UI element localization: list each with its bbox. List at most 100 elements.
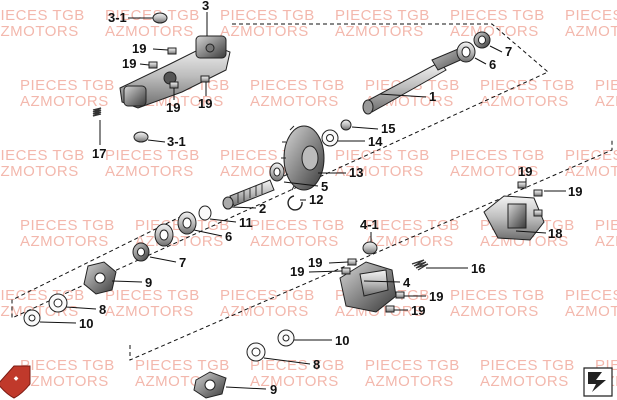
- callout-10: 10: [335, 333, 349, 348]
- callout-19: 19: [166, 100, 180, 115]
- watermark-text: PIECES TGB: [135, 357, 230, 374]
- watermark-text: AZMOTORS: [105, 23, 194, 40]
- watermark-text: AZMOTORS: [365, 233, 454, 250]
- universal-joint-assembly: [119, 35, 231, 109]
- callout-19: 19: [429, 289, 443, 304]
- bearing-6-top: [456, 41, 476, 63]
- watermark-text: AZMOTORS: [250, 373, 339, 390]
- housing-4: [339, 261, 397, 313]
- watermark-text: PIECES TGB: [365, 217, 460, 234]
- brand-shield-logo: ◆: [0, 365, 31, 399]
- flange-9-upper: [83, 261, 117, 295]
- oil-seal-7-top: [473, 31, 491, 49]
- watermark-text: PIECES TGB: [0, 287, 85, 304]
- watermark-text: PIECES TGB: [220, 287, 315, 304]
- watermark-text: PIECES TGB: [105, 287, 200, 304]
- callout-3-1-bottom: 3-1: [167, 134, 186, 149]
- output-shaft-2: [222, 179, 275, 210]
- watermark-text: PIECES TGB: [565, 287, 617, 304]
- assembly-outline: [11, 23, 613, 361]
- cap-nut-3-1-bottom: [133, 131, 149, 143]
- callout-9: 9: [270, 382, 277, 397]
- callout-19: 19: [518, 164, 532, 179]
- callout-13: 13: [349, 165, 363, 180]
- watermark-text: PIECES TGB: [0, 7, 85, 24]
- gear-13: [281, 125, 325, 191]
- watermark-text: PIECES TGB: [335, 7, 430, 24]
- cap-nut-4-1: [362, 241, 378, 255]
- callout-6: 6: [225, 229, 232, 244]
- callout-19: 19: [290, 264, 304, 279]
- watermark-text: PIECES TGB: [565, 7, 617, 24]
- watermark-text: PIECES TGB: [20, 217, 115, 234]
- callout-10: 10: [79, 316, 93, 331]
- cap-nut-3-1-top: [152, 12, 168, 24]
- callout-7: 7: [179, 255, 186, 270]
- callout-8: 8: [313, 357, 320, 372]
- callout-4-1: 4-1: [360, 217, 379, 232]
- callout-11: 11: [239, 215, 253, 230]
- watermark-text: AZMOTORS: [20, 93, 109, 110]
- watermark-text: PIECES TGB: [480, 77, 575, 94]
- page-corner-logo: [583, 367, 613, 397]
- watermark-text: AZMOTORS: [480, 93, 569, 110]
- callout-19: 19: [308, 255, 322, 270]
- bolt-19-group: [148, 47, 210, 89]
- watermark-text: AZMOTORS: [595, 233, 617, 250]
- watermark-text: AZMOTORS: [250, 233, 339, 250]
- watermark-text: AZMOTORS: [335, 163, 424, 180]
- watermark-text: PIECES TGB: [105, 7, 200, 24]
- watermark-text: PIECES TGB: [565, 147, 617, 164]
- bearing-6-low: [154, 223, 174, 247]
- callout-17: 17: [92, 146, 106, 161]
- bearing-6-mid: [177, 211, 197, 235]
- washer-8-lower: [246, 342, 266, 362]
- watermark-text: AZMOTORS: [365, 373, 454, 390]
- watermark-text: PIECES TGB: [595, 77, 617, 94]
- bolt-19-cover: [517, 181, 543, 217]
- leader-lines: [39, 12, 566, 390]
- cover-18: [483, 195, 545, 241]
- washer-14: [321, 129, 339, 147]
- watermark-text: AZMOTORS: [220, 303, 309, 320]
- watermark-text: AZMOTORS: [565, 163, 617, 180]
- watermark-text: AZMOTORS: [20, 373, 109, 390]
- watermark-text: PIECES TGB: [450, 147, 545, 164]
- oil-seal-7-low: [132, 242, 150, 262]
- watermark-text: PIECES TGB: [335, 147, 430, 164]
- watermark-text: PIECES TGB: [250, 357, 345, 374]
- callout-2: 2: [259, 201, 266, 216]
- callout-7: 7: [505, 44, 512, 59]
- washer-10-lower: [277, 329, 295, 347]
- watermark-text: AZMOTORS: [20, 233, 109, 250]
- watermark-text: PIECES TGB: [480, 357, 575, 374]
- watermark-text: PIECES TGB: [450, 287, 545, 304]
- washer-11: [198, 205, 212, 221]
- watermark-text: AZMOTORS: [595, 93, 617, 110]
- watermark-text: AZMOTORS: [0, 163, 79, 180]
- callout-16: 16: [471, 261, 485, 276]
- watermark-text: PIECES TGB: [105, 147, 200, 164]
- flange-9-lower: [193, 371, 227, 399]
- callout-9: 9: [145, 275, 152, 290]
- watermark-text: AZMOTORS: [105, 163, 194, 180]
- callout-6: 6: [489, 57, 496, 72]
- watermark-text: AZMOTORS: [480, 373, 569, 390]
- callout-5: 5: [321, 179, 328, 194]
- watermark-text: PIECES TGB: [20, 77, 115, 94]
- callout-19: 19: [122, 56, 136, 71]
- watermark-text: PIECES TGB: [450, 7, 545, 24]
- watermark-text: AZMOTORS: [450, 163, 539, 180]
- spring-17: [92, 107, 102, 117]
- watermark-text: PIECES TGB: [220, 7, 315, 24]
- callout-3: 3: [202, 0, 209, 13]
- callout-19: 19: [132, 41, 146, 56]
- watermark-text: AZMOTORS: [450, 23, 539, 40]
- callout-18: 18: [548, 226, 562, 241]
- watermark-text: PIECES TGB: [0, 147, 85, 164]
- callout-3-1-top: 3-1: [108, 10, 127, 25]
- callout-8: 8: [99, 302, 106, 317]
- svg-text:◆: ◆: [14, 376, 19, 382]
- washer-8-upper: [48, 293, 68, 313]
